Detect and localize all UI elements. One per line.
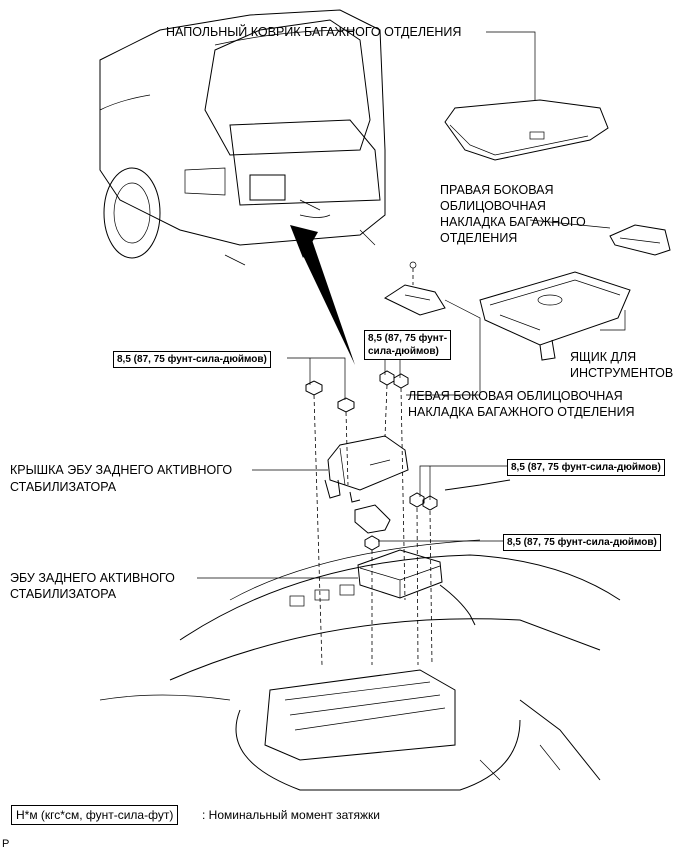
torque-box-cover-nuts-line1: 8,5 (87, 75 фунт- xyxy=(368,333,448,344)
right-trim-label-line1: ПРАВАЯ БОКОВАЯ xyxy=(440,183,554,197)
trunk-mat-label: НАПОЛЬНЫЙ КОВРИК БАГАЖНОГО ОТДЕЛЕНИЯ xyxy=(166,25,462,39)
vehicle-floor xyxy=(99,539,621,791)
direction-arrow xyxy=(290,225,355,365)
left-trim-label-line1: ЛЕВАЯ БОКОВАЯ ОБЛИЦОВОЧНАЯ xyxy=(408,389,623,403)
ecu-cover-label-line2: СТАБИЛИЗАТОРА xyxy=(10,480,117,494)
torque-box-cover-nuts: 8,5 (87, 75 фунт- сила-дюймов) xyxy=(364,330,452,360)
leader-lines xyxy=(197,31,626,579)
torque-box-right-nuts: 8,5 (87, 75 фунт-сила-дюймов) xyxy=(507,459,665,476)
ecu-cover-part xyxy=(324,435,409,534)
right-trim-label-line4: ОТДЕЛЕНИЯ xyxy=(440,231,518,245)
ecu-part xyxy=(357,479,511,626)
right-trim-label-line3: НАКЛАДКА БАГАЖНОГО xyxy=(440,215,586,229)
right-trim-part xyxy=(609,224,671,256)
tool-box-label-line1: ЯЩИК ДЛЯ xyxy=(570,350,637,364)
trunk-mat-part xyxy=(444,99,609,161)
ecu-label-line2: СТАБИЛИЗАТОРА xyxy=(10,587,117,601)
ecu-cover-label-line1: КРЫШКА ЭБУ ЗАДНЕГО АКТИВНОГО xyxy=(10,463,233,477)
torque-box-ecu-nut: 8,5 (87, 75 фунт-сила-дюймов) xyxy=(503,534,661,551)
corner-mark: P xyxy=(2,838,10,850)
torque-box-cover-bolts: 8,5 (87, 75 фунт-сила-дюймов) xyxy=(113,351,271,368)
install-lines xyxy=(313,384,433,666)
left-trim-label-line2: НАКЛАДКА БАГАЖНОГО ОТДЕЛЕНИЯ xyxy=(408,405,635,419)
torque-box-cover-nuts-line2: сила-дюймов) xyxy=(368,346,439,357)
tool-box-label-line2: ИНСТРУМЕНТОВ xyxy=(570,366,674,380)
car-illustration xyxy=(99,9,386,266)
right-trim-label-line2: ОБЛИЦОВОЧНАЯ xyxy=(440,199,546,213)
left-trim-part xyxy=(383,261,446,316)
legend-unit-box: Н*м (кгс*см, фунт-сила-фут) xyxy=(11,805,179,825)
tool-box-part xyxy=(479,271,631,361)
legend-description: : Номинальный момент затяжки xyxy=(202,808,380,822)
ecu-label-line1: ЭБУ ЗАДНЕГО АКТИВНОГО xyxy=(10,571,175,585)
